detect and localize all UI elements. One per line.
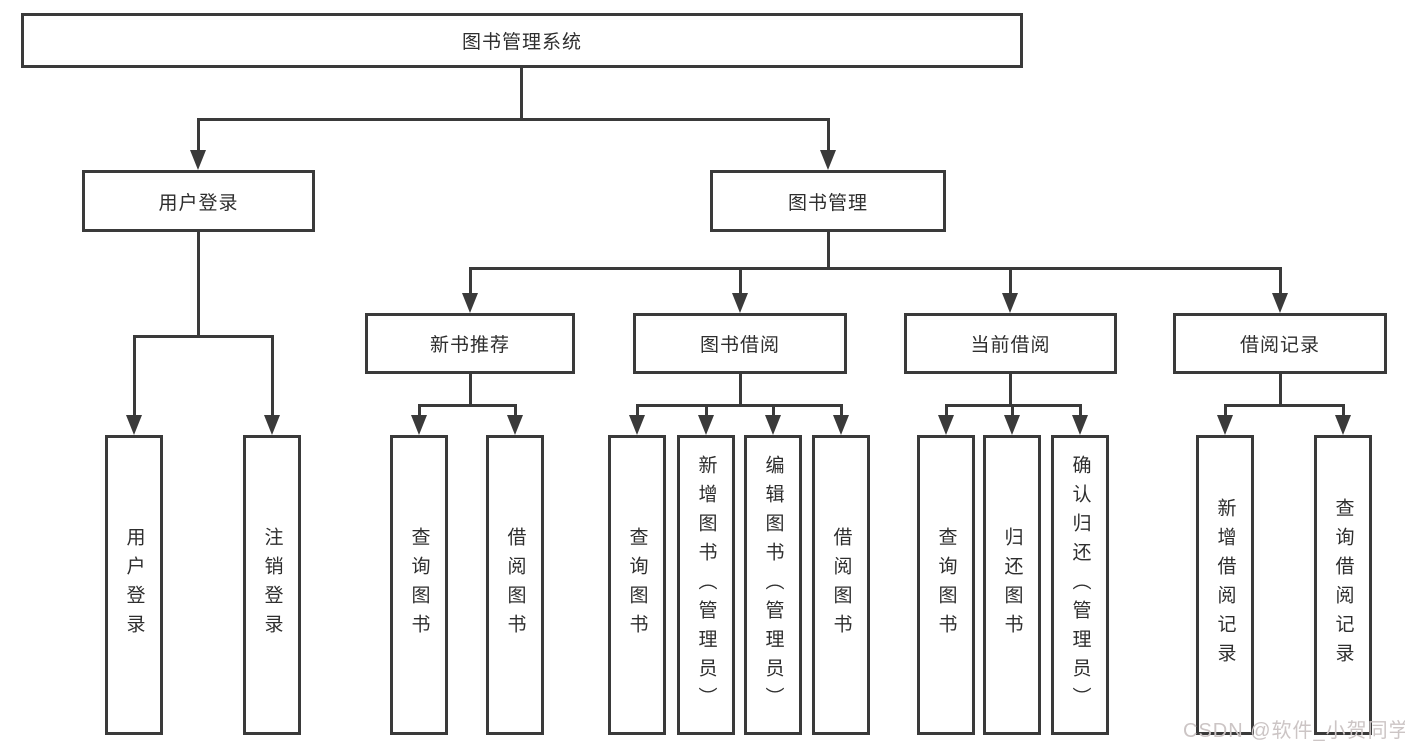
- connector-drop: [1009, 267, 1012, 295]
- connector-drop: [840, 404, 843, 417]
- arrowhead-down-icon: [1004, 415, 1020, 435]
- arrowhead-down-icon: [190, 150, 206, 170]
- connector-drop: [705, 404, 708, 417]
- node-borrow-records: 借阅记录: [1173, 313, 1387, 374]
- connector-drop: [636, 404, 639, 417]
- leaf-label: 借阅图书: [830, 527, 852, 643]
- connector-level2-hline: [469, 267, 1282, 270]
- node-user-login: 用户登录: [82, 170, 315, 232]
- arrowhead-down-icon: [833, 415, 849, 435]
- leaf-current-return-book: 归还图书: [983, 435, 1041, 735]
- connector-stub: [1009, 374, 1012, 406]
- arrowhead-down-icon: [820, 150, 836, 170]
- connector-drop: [1011, 404, 1014, 417]
- leaf-label: 确认归还（管理员）: [1069, 454, 1091, 716]
- connector-drop: [1224, 404, 1227, 417]
- arrowhead-down-icon: [411, 415, 427, 435]
- arrowhead-down-icon: [507, 415, 523, 435]
- arrowhead-down-icon: [1272, 293, 1288, 313]
- connector-hline: [636, 404, 843, 407]
- connector-hline: [418, 404, 517, 407]
- connector-stub: [197, 232, 200, 337]
- connector-drop: [1342, 404, 1345, 417]
- connector-stub: [469, 374, 472, 406]
- connector-drop: [133, 335, 136, 417]
- leaf-recommend-query-book: 查询图书: [390, 435, 448, 735]
- leaf-label: 注销登录: [261, 527, 283, 643]
- arrowhead-down-icon: [765, 415, 781, 435]
- leaf-label: 归还图书: [1001, 527, 1023, 643]
- node-current-borrow: 当前借阅: [904, 313, 1117, 374]
- leaf-label: 借阅图书: [504, 527, 526, 643]
- leaf-label: 查询借阅记录: [1332, 498, 1354, 672]
- connector-drop: [945, 404, 948, 417]
- leaf-borrow-edit-book-admin: 编辑图书（管理员）: [744, 435, 802, 735]
- connector-drop: [1079, 404, 1082, 417]
- arrowhead-down-icon: [938, 415, 954, 435]
- arrowhead-down-icon: [1335, 415, 1351, 435]
- leaf-label: 编辑图书（管理员）: [762, 454, 784, 716]
- leaf-label: 新增借阅记录: [1214, 498, 1236, 672]
- leaf-user-login: 用户登录: [105, 435, 163, 735]
- leaf-label: 查询图书: [626, 527, 648, 643]
- connector-stub: [827, 232, 830, 269]
- arrowhead-down-icon: [698, 415, 714, 435]
- leaf-borrow-borrow-book: 借阅图书: [812, 435, 870, 735]
- connector-drop: [514, 404, 517, 417]
- connector-drop: [271, 335, 274, 417]
- leaf-recommend-borrow-book: 借阅图书: [486, 435, 544, 735]
- arrowhead-down-icon: [1072, 415, 1088, 435]
- connector-drop: [418, 404, 421, 417]
- leaf-records-add-record: 新增借阅记录: [1196, 435, 1254, 735]
- node-root: 图书管理系统: [21, 13, 1023, 68]
- node-book-borrow: 图书借阅: [633, 313, 847, 374]
- arrowhead-down-icon: [629, 415, 645, 435]
- connector-level1-hline: [197, 118, 830, 121]
- connector-drop: [1279, 267, 1282, 295]
- connector-hline: [133, 335, 274, 338]
- arrowhead-down-icon: [732, 293, 748, 313]
- arrowhead-down-icon: [1217, 415, 1233, 435]
- leaf-label: 用户登录: [123, 527, 145, 643]
- arrowhead-down-icon: [462, 293, 478, 313]
- connector-stub: [739, 374, 742, 406]
- connector-drop: [469, 267, 472, 295]
- node-new-book-recommend: 新书推荐: [365, 313, 575, 374]
- arrowhead-down-icon: [126, 415, 142, 435]
- arrowhead-down-icon: [1002, 293, 1018, 313]
- leaf-current-query-book: 查询图书: [917, 435, 975, 735]
- leaf-label: 查询图书: [935, 527, 957, 643]
- connector-drop: [772, 404, 775, 417]
- connector-stub: [1279, 374, 1282, 406]
- connector-drop: [827, 118, 830, 152]
- leaf-label: 新增图书（管理员）: [695, 454, 717, 716]
- leaf-current-confirm-return-admin: 确认归还（管理员）: [1051, 435, 1109, 735]
- watermark: CSDN @软件_小贺同学: [1183, 720, 1405, 742]
- leaf-borrow-add-book-admin: 新增图书（管理员）: [677, 435, 735, 735]
- leaf-borrow-query-book: 查询图书: [608, 435, 666, 735]
- node-book-management: 图书管理: [710, 170, 946, 232]
- leaf-label: 查询图书: [408, 527, 430, 643]
- connector-drop: [197, 118, 200, 152]
- leaf-logout: 注销登录: [243, 435, 301, 735]
- connector-drop: [739, 267, 742, 295]
- leaf-records-query-record: 查询借阅记录: [1314, 435, 1372, 735]
- connector-hline: [1224, 404, 1345, 407]
- arrowhead-down-icon: [264, 415, 280, 435]
- connector-root-stub: [520, 66, 523, 120]
